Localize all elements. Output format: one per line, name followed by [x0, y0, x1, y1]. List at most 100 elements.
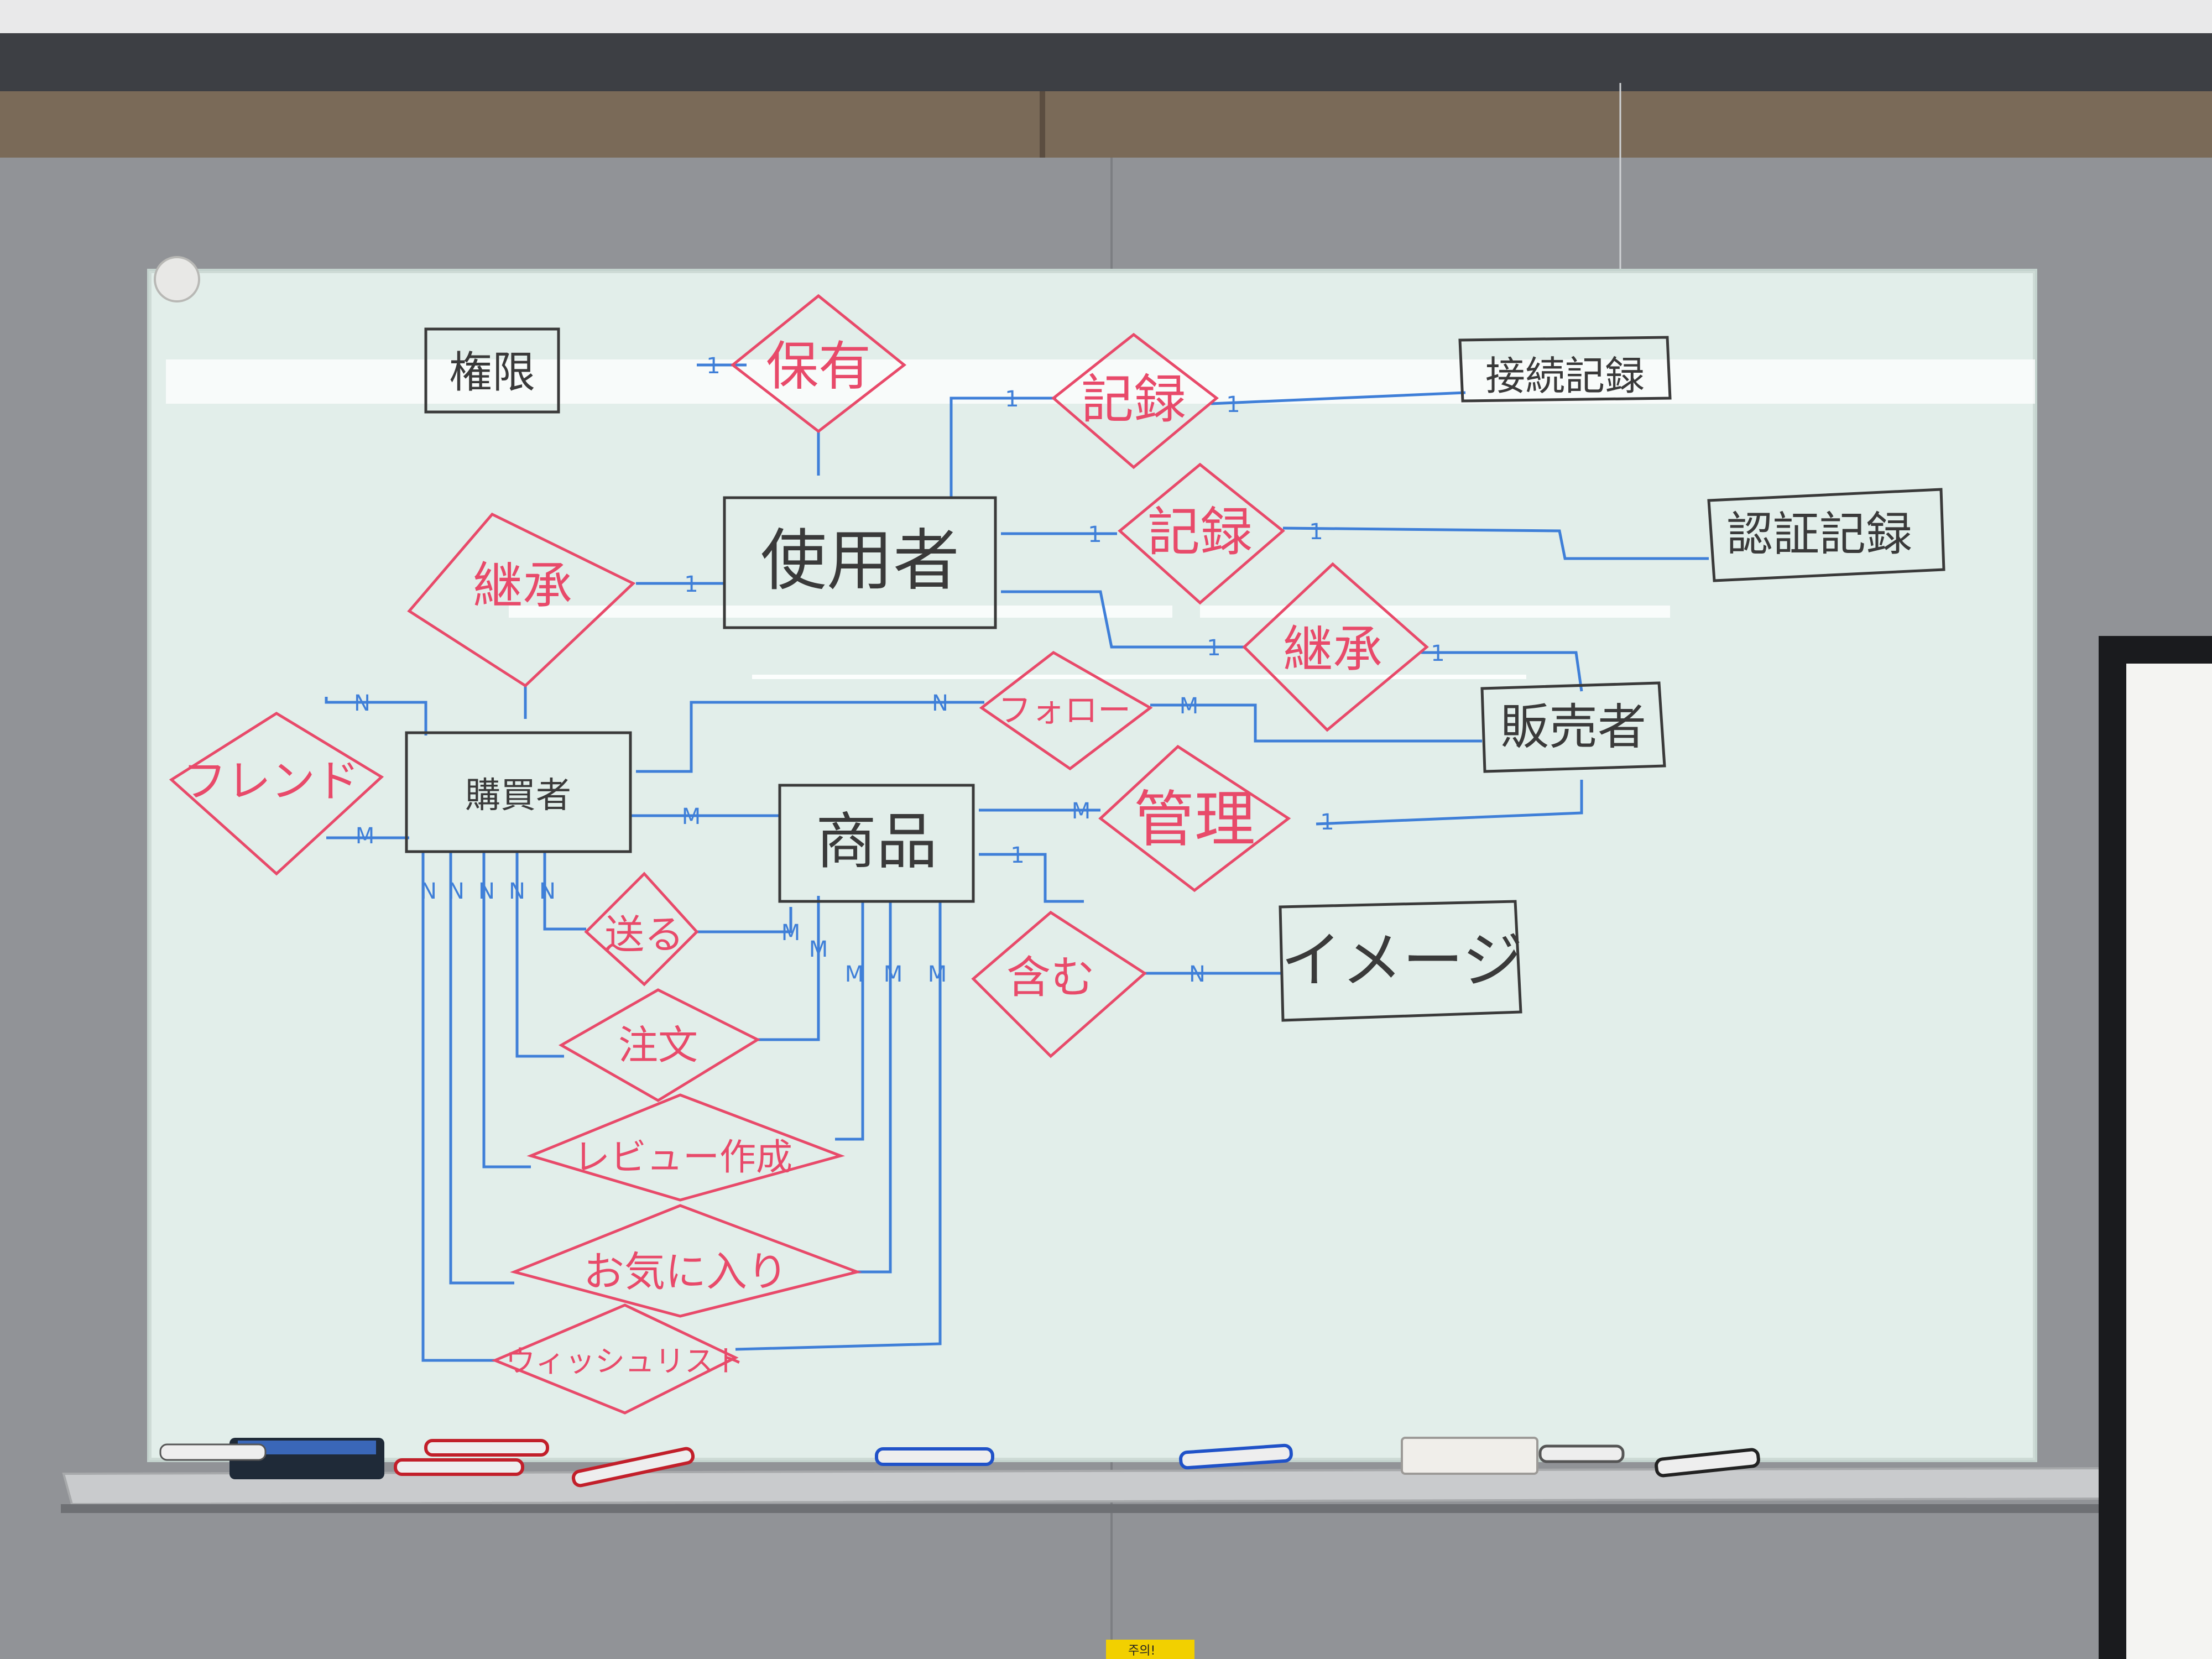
marker-black [1538, 1444, 1625, 1463]
card-one: 1 [1226, 392, 1240, 418]
magnet [154, 256, 200, 302]
entity-box-kengen [424, 327, 560, 414]
entity-box-hanbaisha [1480, 681, 1666, 773]
entity-ninshou-kiroku: 認証記録 [1726, 507, 1912, 561]
card-m: M [682, 804, 701, 830]
relation-diamond-friend [169, 712, 384, 876]
relation-kanri: 管理 [1134, 784, 1255, 855]
entity-box-shiyousha [723, 496, 997, 629]
line-shiyousha-kiroku1 [950, 397, 1056, 498]
relation-diamond-okiniiri [510, 1204, 862, 1318]
glare-mid [509, 606, 1172, 618]
line-kounyuusha-review [482, 852, 531, 1168]
glare-thin [752, 675, 1526, 679]
relation-keishou-1: 継承 [473, 557, 572, 615]
relation-diamond-kiroku2 [1118, 462, 1285, 605]
line-kounyuusha-follow [636, 701, 984, 773]
entity-box-ninshou [1707, 488, 1945, 582]
relation-diamond-kanri [1098, 744, 1291, 893]
entity-image: イメージ [1281, 925, 1523, 996]
entity-hanbaisha: 販売者 [1500, 698, 1646, 755]
line-kounyuusha-wishlist [421, 852, 498, 1362]
line-chuumon-shouhin [758, 896, 820, 1041]
relation-review: レビュー作成 [573, 1136, 792, 1178]
card-one: 1 [1320, 810, 1334, 835]
relation-keishou-2: 継承 [1283, 620, 1383, 679]
entity-box-kounyuusha [405, 731, 632, 853]
line-kiroku2-ninshou [1282, 526, 1709, 560]
relation-friend: フレンド [182, 755, 359, 807]
card-one: 1 [1431, 641, 1444, 666]
line-kounyuusha-okiniiri [449, 852, 514, 1285]
line-shiyousha-keishou2 [1001, 590, 1244, 649]
cardinality-marks: 1 1 1 1 1 1 1 1 1 1 N N N N N N N N M M … [354, 353, 1445, 987]
card-n: N [509, 879, 525, 904]
card-one: 1 [1088, 522, 1102, 547]
line-kanri-hanbaisha [1316, 780, 1583, 826]
entity-boxes [405, 327, 1945, 1022]
line-kounyuusha-chuumon [515, 852, 564, 1058]
marker-red [394, 1458, 524, 1476]
relation-diamond-kiroku1 [1051, 332, 1219, 469]
card-m: M [1180, 693, 1199, 719]
line-keishou2-hanbaisha [1421, 651, 1583, 692]
side-board-surface [2126, 664, 2212, 1659]
relation-diamonds [169, 294, 1429, 1415]
relation-diamond-review [526, 1093, 846, 1202]
entity-labels: 権限 使用者 接続記録 認証記録 購買者 販売者 商品 イメージ [449, 348, 1912, 996]
relation-wishlist: ウィッシュリスト [505, 1344, 744, 1379]
relation-kiroku-2: 記録 [1147, 502, 1253, 563]
relation-kiroku-1: 記録 [1081, 369, 1186, 430]
marker-red [571, 1447, 695, 1488]
card-m: M [845, 962, 864, 987]
entity-setsuzoku-kiroku: 接続記録 [1485, 353, 1645, 399]
card-n: N [420, 879, 437, 904]
whiteboard [147, 269, 2037, 1462]
card-one: 1 [684, 572, 698, 597]
marker-blue [1179, 1443, 1293, 1470]
line-shouhin-fukumu [979, 853, 1084, 903]
relation-diamond-fukumu [971, 910, 1147, 1058]
entity-shouhin: 商品 [816, 806, 937, 877]
card-m: M [356, 823, 375, 849]
relation-labels: 保有 記録 記録 継承 継承 フレンド フォロー 管理 含む 送る 注文 レビュ… [182, 336, 1383, 1379]
line-kounyuusha-okuru [543, 852, 586, 931]
line-okiniiri-shouhin [852, 901, 892, 1274]
glare-top [166, 359, 2035, 404]
card-n: N [478, 879, 495, 904]
line-review-shouhin [835, 901, 864, 1141]
entity-kengen: 権限 [449, 348, 535, 398]
markers [159, 1439, 1760, 1488]
wood-trim [0, 91, 2212, 158]
glare-mid-right [1200, 606, 1670, 618]
line-wishlist-shouhin [735, 901, 942, 1351]
entity-kounyuusha: 購買者 [465, 775, 571, 816]
relation-diamond-keishou1 [407, 512, 636, 688]
relation-diamond-keishou2 [1242, 562, 1429, 732]
relation-diamond-hoyuu [730, 294, 907, 434]
relation-fukumu: 含む [1006, 952, 1095, 1003]
relation-diamond-okuru [584, 872, 699, 987]
connector-lines [325, 363, 1709, 1362]
whiteboard-sheen [149, 271, 2035, 1460]
card-m: M [884, 962, 903, 987]
card-m: M [1072, 799, 1091, 824]
entity-box-image [1279, 900, 1522, 1022]
card-one: 1 [1207, 635, 1220, 661]
wood-trim-seam [1040, 91, 1045, 158]
marker-red [424, 1439, 549, 1457]
relation-diamond-chuumon [558, 988, 761, 1102]
ceiling-bar [0, 33, 2212, 91]
card-one: 1 [1010, 843, 1024, 868]
marker-black [159, 1443, 267, 1461]
marker-black [1655, 1448, 1760, 1478]
tray-shadow [61, 1504, 2107, 1513]
card-n: N [448, 879, 465, 904]
line-okuru-shouhin [697, 907, 792, 933]
entity-box-shouhin [778, 784, 975, 903]
line-kiroku1-setsuzoku [1211, 391, 1466, 405]
card-m: M [928, 962, 947, 987]
relation-hoyuu: 保有 [766, 336, 871, 397]
card-m: M [781, 920, 801, 946]
